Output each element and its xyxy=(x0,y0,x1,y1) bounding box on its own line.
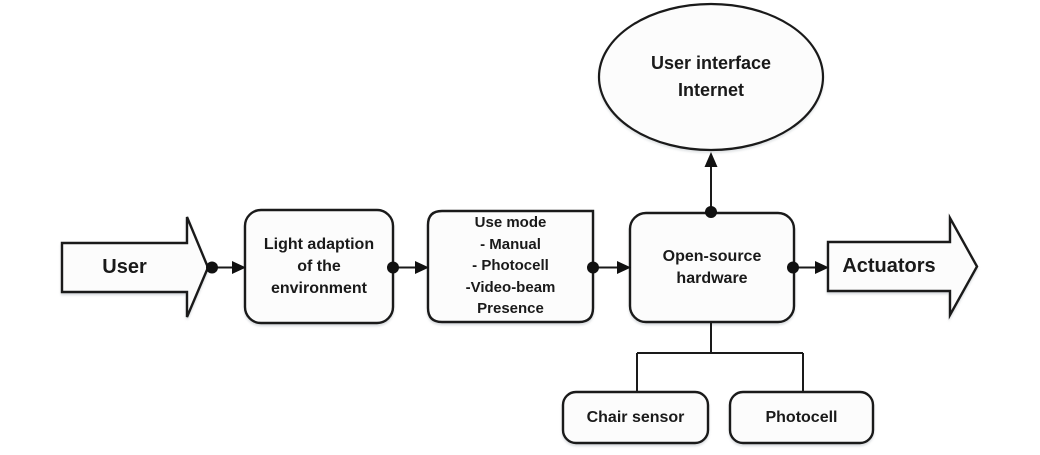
photocell-box xyxy=(728,390,875,445)
light-adaption-box xyxy=(243,208,395,325)
chair-sensor-box xyxy=(561,390,710,445)
actuators-arrow-shape xyxy=(826,213,979,320)
connector-dot xyxy=(705,206,717,218)
open-source-hardware-box xyxy=(628,211,796,324)
use-mode-box xyxy=(426,209,595,324)
connector-dot xyxy=(587,261,599,274)
arrowhead-icon xyxy=(815,261,829,274)
connector-dot xyxy=(206,261,218,274)
connector-dot xyxy=(387,261,399,274)
arrowhead-icon xyxy=(617,261,631,274)
arrowhead-icon xyxy=(415,261,429,274)
user-arrow-shape xyxy=(60,216,210,318)
arrowhead-up-icon xyxy=(704,152,718,167)
arrowhead-icon xyxy=(232,261,246,274)
user-interface-ellipse xyxy=(597,2,825,152)
connector-dot xyxy=(787,261,799,274)
